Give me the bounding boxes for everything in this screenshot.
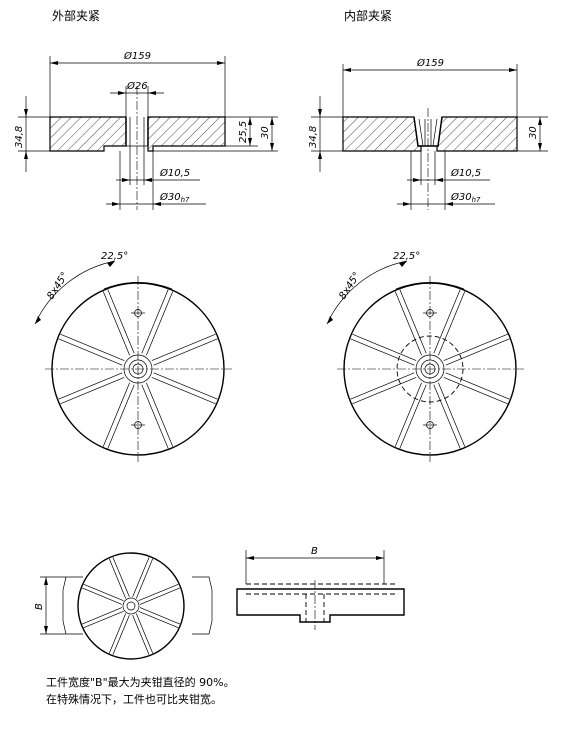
dim-diameter-30-h7-left: Ø30h7 — [159, 191, 190, 204]
radial-slot-edge — [153, 338, 218, 366]
radial-slot-edge — [139, 607, 180, 625]
radial-slot-edge — [58, 338, 123, 366]
workpiece-plan-view: B — [34, 552, 213, 660]
radial-slot-edge — [139, 587, 180, 605]
title-external-clamping: 外部夹紧 — [52, 8, 100, 23]
external-body-left — [49, 116, 127, 152]
radial-slot-edge — [146, 291, 174, 356]
radial-slot-edge — [83, 583, 124, 602]
radial-slot-edge — [138, 610, 179, 629]
external-section-view: Ø159 Ø26 Ø10,5 Ø30h7 34,8 — [14, 50, 278, 210]
radial-slot-edge — [151, 333, 216, 361]
internal-mounting-hole-bottom — [423, 421, 437, 429]
radial-slot-edge — [352, 377, 417, 405]
dim-width-B-top: B — [311, 546, 318, 557]
radial-slot-edge — [350, 338, 415, 366]
internal-section-view: Ø159 Ø10,5 Ø30h7 34,8 30 — [308, 57, 548, 210]
radial-slot-edge — [132, 557, 150, 598]
radial-slot-edge — [153, 372, 218, 400]
radial-slot-edge — [108, 613, 127, 654]
radial-slot-edge — [112, 614, 130, 655]
radial-slot-edge — [394, 382, 422, 447]
external-plan-view: 22,5° 8x45° — [34, 251, 232, 462]
dim-diameter-10-5-left: Ø10,5 — [159, 167, 190, 179]
radial-slot-edge — [60, 377, 125, 405]
note-line-1: 工件宽度"B"最大为夹钳直径的 90%。 — [46, 675, 235, 689]
radial-slot-edge — [433, 384, 461, 449]
radial-slot-edge — [135, 558, 154, 599]
dim-angle-22-5-right: 22,5° — [393, 251, 420, 262]
dim-diameter-159-left: Ø159 — [123, 50, 151, 62]
workpiece-side-view: B — [236, 546, 405, 630]
dim-diameter-159-right: Ø159 — [416, 57, 444, 69]
radial-slot-edge — [112, 557, 130, 598]
radial-slot-edge — [82, 607, 123, 625]
radial-slot-edge — [141, 384, 169, 449]
dim-angle-22-5-left: 22,5° — [101, 251, 128, 262]
radial-slot-edge — [107, 289, 135, 354]
radial-slot-edge — [352, 333, 417, 361]
internal-body-left — [342, 116, 422, 152]
radial-slot-edge — [394, 291, 422, 356]
dim-diameter-10-5-right: Ø10,5 — [450, 167, 481, 179]
radial-slot-edge — [108, 558, 127, 599]
dim-angle-8x45-left: 8x45° — [45, 270, 71, 301]
radial-slot-edge — [132, 614, 150, 655]
radial-slot-edge — [102, 382, 130, 447]
dim-height-30-right: 30 — [528, 126, 539, 139]
radial-slot-edge — [146, 382, 174, 447]
dim-angle-8x45-right: 8x45° — [337, 270, 363, 301]
dim-height-25-5: 25,5 — [238, 121, 249, 143]
radial-slot-edge — [445, 338, 510, 366]
radial-slot-edge — [443, 333, 508, 361]
internal-mounting-hole-top — [423, 309, 437, 317]
note-line-2: 在特殊情况下，工件也可比夹钳宽。 — [46, 692, 222, 706]
radial-slot-edge — [135, 613, 154, 654]
radial-slot-edge — [433, 289, 461, 354]
radial-slot-edge — [399, 289, 427, 354]
radial-slot-edge — [138, 583, 179, 602]
internal-plan-view: 22,5° 8x45° — [326, 251, 524, 462]
title-internal-clamping: 内部夹紧 — [344, 8, 392, 23]
radial-slot-edge — [438, 382, 466, 447]
radial-slot-edge — [151, 377, 216, 405]
internal-body-right — [436, 116, 518, 152]
dim-height-30-left: 30 — [260, 126, 271, 139]
radial-slot-edge — [58, 372, 123, 400]
radial-slot-edge — [445, 372, 510, 400]
radial-slot-edge — [438, 291, 466, 356]
radial-slot-edge — [350, 372, 415, 400]
radial-slot-edge — [107, 384, 135, 449]
radial-slot-edge — [82, 587, 123, 605]
radial-slot-edge — [83, 610, 124, 629]
radial-slot-edge — [141, 289, 169, 354]
dim-height-34-8-left: 34,8 — [14, 126, 25, 148]
dim-width-B-left: B — [34, 603, 45, 610]
radial-slot-edge — [60, 333, 125, 361]
radial-slot-edge — [102, 291, 130, 356]
dim-diameter-26: Ø26 — [126, 80, 148, 92]
dim-height-34-8-right: 34,8 — [308, 126, 319, 148]
external-body-right — [147, 116, 226, 152]
external-mounting-hole-top — [131, 309, 145, 317]
external-mounting-hole-bottom — [131, 421, 145, 429]
radial-slot-edge — [443, 377, 508, 405]
dim-diameter-30-h7-right: Ø30h7 — [450, 191, 481, 204]
radial-slot-edge — [399, 384, 427, 449]
